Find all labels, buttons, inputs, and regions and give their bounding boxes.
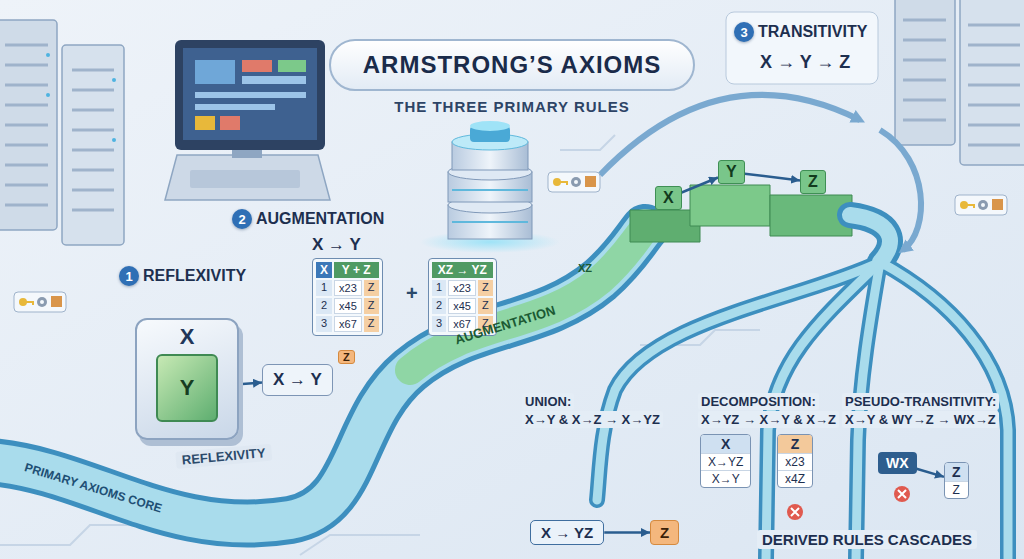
node-text: 3	[740, 25, 747, 40]
rule-heading: AUGMENTATION	[256, 210, 384, 228]
table-cell: x23	[448, 280, 476, 296]
server-racks-left	[0, 20, 124, 245]
node-text: X	[663, 189, 674, 207]
main-flow-ribbon	[0, 228, 645, 524]
node-text: Z	[660, 524, 669, 541]
union-result-box: X → YZ	[530, 520, 604, 545]
table-cell: x67	[334, 316, 362, 332]
node-text: 1	[125, 269, 132, 284]
transitivity-panel	[726, 12, 878, 84]
rule-heading: REFLEXIVITY	[143, 267, 246, 285]
node-text: Z	[945, 463, 968, 481]
path-label: PRIMARY AXIOMS CORE	[23, 460, 164, 515]
stair-step: Y	[718, 160, 745, 184]
node-text: X	[180, 324, 195, 350]
attribute-box: WX	[878, 452, 917, 474]
callout-number: 3	[734, 22, 754, 42]
table-cell: Z	[364, 298, 379, 314]
relation-table: XY + Z123x23x45x67ZZZ	[312, 258, 383, 336]
subtitle: THE THREE PRIMARY RULES	[394, 98, 630, 115]
table-cell: 1	[316, 280, 332, 296]
table-cell: Z	[364, 280, 379, 296]
callout-number: 2	[232, 209, 252, 229]
table-cell: 3	[432, 316, 446, 332]
connector-arrow	[745, 174, 800, 181]
stair-step: X	[655, 186, 682, 210]
node-text: Y	[180, 375, 195, 401]
table-cell: Z	[478, 280, 493, 296]
table-cell: XZ → YZ	[432, 262, 493, 278]
result-box: X → Y	[262, 364, 333, 396]
table-cell: Z	[478, 298, 493, 314]
operator: +	[406, 282, 418, 305]
table-cell: 1	[432, 280, 446, 296]
node-text: WX	[886, 455, 909, 471]
table-cell: x45	[448, 298, 476, 314]
key-gear-box-chips	[14, 172, 1007, 312]
callout-number: 1	[119, 266, 139, 286]
table-cell: x45	[334, 298, 362, 314]
table-cell: X	[316, 262, 332, 278]
rule-name: DECOMPOSITION:	[698, 393, 819, 410]
title-banner	[330, 40, 694, 90]
database-tower	[420, 121, 560, 253]
decomposition-box: Zx23x4Z	[777, 434, 813, 488]
computer-terminal	[165, 40, 330, 200]
attribute-tag: XZ	[578, 262, 592, 274]
node-subtext: X→Y	[701, 470, 750, 487]
node-subtext: x4Z	[778, 470, 812, 487]
attribute-chip: Z	[338, 350, 355, 364]
formula: X → Y → Z	[760, 52, 850, 73]
footer-label: DERIVED RULES CASCADES	[757, 530, 977, 549]
server-racks-right	[895, 0, 1024, 165]
decomposition-box: XX→YZX→Y	[700, 434, 751, 488]
connector-arrow	[682, 178, 718, 193]
table-cell: 3	[316, 316, 332, 332]
node-text: X	[701, 435, 750, 453]
rule-formula: X→YZ → X→Y & X→Z	[698, 411, 839, 428]
node-text: Y	[726, 163, 737, 181]
node-text: Z	[778, 435, 812, 453]
result-box: ZZ	[944, 462, 969, 499]
connector-arrow	[604, 531, 650, 534]
table-cell: Y + Z	[334, 262, 378, 278]
table-cell: Z	[364, 316, 379, 332]
node-subtext: X→YZ	[701, 453, 750, 470]
rule-name: UNION:	[522, 393, 574, 410]
cascade-streams	[597, 215, 1008, 559]
node-text: X → YZ	[541, 524, 593, 541]
node-text: X → Y	[273, 370, 322, 390]
rule-formula: X→Y & X→Z → X→YZ	[522, 411, 663, 428]
reject-markers	[787, 486, 910, 520]
rule-name: PSEUDO-TRANSITIVITY:	[842, 393, 999, 410]
node-subtext: Z	[945, 481, 968, 498]
table-cell: 2	[316, 298, 332, 314]
formula: X → Y	[312, 235, 361, 255]
node-subtext: x23	[778, 453, 812, 470]
stair-step: Z	[800, 170, 826, 194]
reflexivity-cube: XY	[135, 318, 239, 440]
node-text: Z	[808, 173, 818, 191]
diagram-title: ARMSTRONG’S AXIOMS	[363, 51, 661, 79]
table-cell: 2	[432, 298, 446, 314]
rule-heading: TRANSITIVITY	[758, 23, 867, 41]
subset-box: Y	[156, 354, 218, 422]
table-cell: x23	[334, 280, 362, 296]
rule-formula: X→Y & WY→Z → WX→Z	[842, 411, 999, 428]
attribute-box: Z	[650, 520, 679, 545]
node-text: 2	[238, 212, 245, 227]
connector-arrow	[917, 469, 944, 477]
path-label: REFLEXIVITY	[175, 444, 272, 469]
cycle-arrows	[600, 95, 921, 250]
